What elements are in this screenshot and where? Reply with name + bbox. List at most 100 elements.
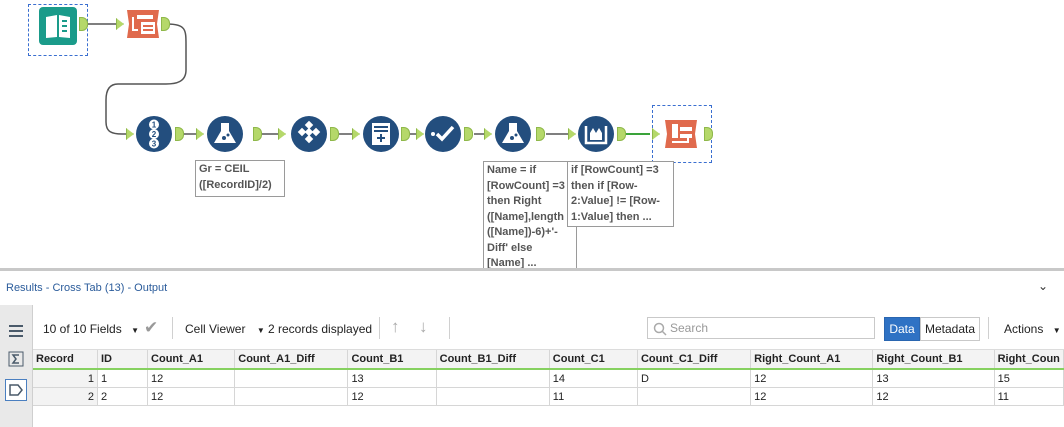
actions-dropdown[interactable]: Actions ▼ bbox=[1004, 322, 1061, 336]
crosstab-out-anchor[interactable] bbox=[704, 127, 713, 141]
transpose-tool[interactable] bbox=[124, 5, 162, 43]
table-cell[interactable] bbox=[436, 369, 550, 388]
record-cell: 2 bbox=[33, 387, 98, 406]
tag-icon bbox=[9, 384, 23, 396]
search-input[interactable]: Search bbox=[647, 317, 875, 339]
list-rows-icon bbox=[9, 325, 23, 337]
table-cell[interactable]: 12 bbox=[347, 387, 437, 406]
multirow-annotation: if [RowCount] =3 then if [Row- 2:Value] … bbox=[567, 161, 674, 227]
cell-viewer-label: Cell Viewer bbox=[185, 322, 246, 336]
column-header[interactable]: Count_C1_Diff bbox=[637, 350, 752, 370]
record-id-icon: 1 2 3 bbox=[136, 116, 172, 152]
arrow-down-icon[interactable]: ↓ bbox=[419, 317, 428, 336]
flask-icon bbox=[495, 116, 531, 152]
table-cell[interactable]: 1 bbox=[97, 369, 149, 388]
column-header[interactable]: Right_Count_A1 bbox=[750, 350, 874, 370]
arrow-up-icon[interactable]: ↑ bbox=[391, 317, 400, 336]
results-side-rail bbox=[0, 305, 33, 427]
transpose-icon bbox=[127, 10, 159, 38]
table-cell[interactable]: 12 bbox=[750, 387, 874, 406]
metadata-tab-button[interactable]: Metadata bbox=[920, 317, 980, 341]
actions-label: Actions bbox=[1004, 322, 1044, 336]
connection-lines bbox=[87, 23, 650, 135]
chevron-down-icon[interactable]: ⌄ bbox=[1038, 279, 1049, 293]
summary-view-button[interactable] bbox=[5, 348, 27, 370]
column-header[interactable]: Count_B1 bbox=[347, 350, 437, 370]
table-cell[interactable] bbox=[234, 387, 349, 406]
input-out-anchor[interactable] bbox=[79, 17, 88, 31]
column-header[interactable]: ID bbox=[97, 350, 149, 370]
caret-down-icon: ▼ bbox=[256, 326, 265, 335]
table-cell[interactable]: 14 bbox=[549, 369, 638, 388]
table-cell[interactable]: 2 bbox=[97, 387, 149, 406]
formula2-out-anchor[interactable] bbox=[536, 127, 545, 141]
table-cell[interactable]: 12 bbox=[872, 387, 995, 406]
results-grid: Record ID Count_A1 Count_A1_Diff Count_B… bbox=[33, 350, 1064, 410]
formula-tool-1[interactable] bbox=[206, 115, 244, 153]
sigma-out-anchor[interactable] bbox=[401, 127, 410, 141]
rows-view-button[interactable] bbox=[5, 320, 27, 342]
checkmark-icon[interactable]: ✔ bbox=[144, 318, 159, 337]
results-title: Results - Cross Tab (13) - Output bbox=[6, 282, 168, 294]
tag-view-button[interactable] bbox=[5, 379, 27, 401]
column-header[interactable]: Right_Count_B1 bbox=[872, 350, 995, 370]
column-header[interactable]: Count_A1_Diff bbox=[234, 350, 349, 370]
table-cell[interactable]: 11 bbox=[549, 387, 638, 406]
caret-down-icon: ▼ bbox=[131, 326, 139, 335]
table-row[interactable]: 1 1 12 13 14 D 12 13 15 bbox=[33, 369, 1064, 388]
fields-dropdown[interactable]: 10 of 10 Fields ▼ bbox=[43, 322, 139, 336]
workflow-canvas[interactable]: 1 2 3 bbox=[0, 0, 1064, 269]
transpose-out-anchor[interactable] bbox=[161, 17, 170, 31]
running-total-icon bbox=[363, 116, 399, 152]
tile-tool[interactable] bbox=[290, 115, 328, 153]
cross-tab-tool[interactable] bbox=[662, 115, 700, 153]
select-tool[interactable] bbox=[424, 115, 462, 153]
search-icon bbox=[653, 322, 667, 336]
select-out-anchor[interactable] bbox=[464, 127, 473, 141]
table-cell[interactable]: 13 bbox=[347, 369, 437, 388]
table-cell[interactable]: 15 bbox=[994, 369, 1064, 388]
column-header[interactable]: Count_B1_Diff bbox=[436, 350, 550, 370]
toolbar-divider bbox=[449, 317, 450, 339]
flask-icon bbox=[207, 116, 243, 152]
multi-row-formula-tool[interactable] bbox=[577, 115, 615, 153]
multi-row-summary-tool[interactable] bbox=[362, 115, 400, 153]
formula1-out-anchor[interactable] bbox=[253, 127, 262, 141]
table-row[interactable]: 2 2 12 12 11 12 12 11 bbox=[33, 387, 1064, 406]
table-cell[interactable]: D bbox=[637, 369, 752, 388]
input-tool-selection bbox=[28, 4, 88, 56]
table-cell[interactable]: 13 bbox=[872, 369, 995, 388]
formula-tool-2[interactable] bbox=[494, 115, 532, 153]
table-cell[interactable] bbox=[637, 387, 752, 406]
table-cell[interactable] bbox=[234, 369, 349, 388]
table-cell[interactable]: 12 bbox=[750, 369, 874, 388]
record-cell: 1 bbox=[33, 369, 98, 388]
record-id-tool[interactable]: 1 2 3 bbox=[135, 115, 173, 153]
caret-down-icon: ▼ bbox=[1052, 326, 1061, 335]
fields-label: 10 of 10 Fields bbox=[43, 322, 122, 336]
multi-row-icon bbox=[578, 116, 614, 152]
table-cell[interactable]: 12 bbox=[147, 369, 236, 388]
multirow-out-anchor[interactable] bbox=[617, 127, 626, 141]
tile-out-anchor[interactable] bbox=[330, 127, 339, 141]
table-cell[interactable] bbox=[436, 387, 550, 406]
records-displayed: 2 records displayed bbox=[268, 322, 373, 336]
table-cell[interactable]: 12 bbox=[147, 387, 236, 406]
column-header[interactable]: Record bbox=[33, 350, 98, 370]
sigma-icon bbox=[8, 351, 24, 367]
tile-icon bbox=[291, 116, 327, 152]
column-header[interactable]: Right_Coun bbox=[994, 350, 1064, 370]
input-data-tool[interactable] bbox=[38, 6, 78, 46]
book-icon bbox=[39, 7, 77, 45]
column-header[interactable]: Count_A1 bbox=[147, 350, 236, 370]
column-header[interactable]: Count_C1 bbox=[549, 350, 638, 370]
toolbar-divider bbox=[172, 317, 173, 339]
cell-viewer-dropdown[interactable]: Cell Viewer ▼ bbox=[185, 322, 265, 336]
toolbar-divider bbox=[988, 317, 989, 339]
data-tab-button[interactable]: Data bbox=[884, 317, 920, 341]
formula1-annotation: Gr = CEIL ([RecordID]/2) bbox=[195, 160, 285, 197]
results-toolbar: 10 of 10 Fields ▼ ✔ Cell Viewer ▼ 2 reco… bbox=[33, 305, 1064, 350]
table-cell[interactable]: 11 bbox=[994, 387, 1064, 406]
recordid-out-anchor[interactable] bbox=[175, 127, 184, 141]
formula2-annotation: Name = if [RowCount] =3 then Right ([Nam… bbox=[483, 161, 577, 269]
